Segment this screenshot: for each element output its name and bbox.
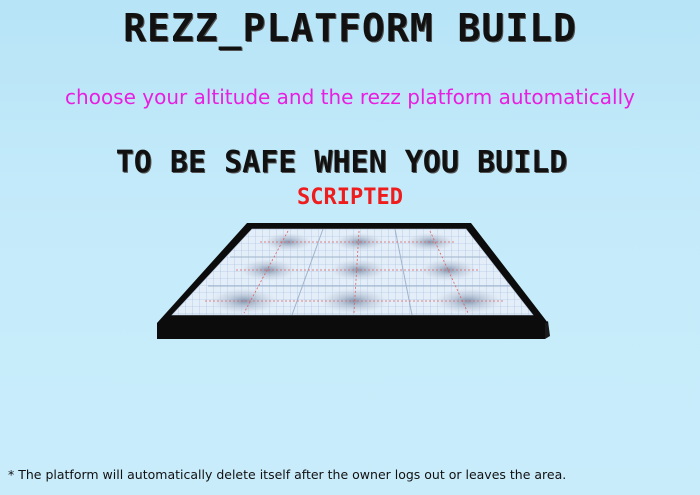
- footnote: * The platform will automatically delete…: [8, 467, 567, 482]
- platform-image: [157, 223, 550, 339]
- headline: TO BE SAFE WHEN YOU BUILD: [115, 145, 568, 180]
- scripted-badge: SCRIPTED: [297, 185, 403, 210]
- page-title: REZZ_PLATFORM BUILD: [123, 6, 577, 50]
- subtitle: choose your altitude and the rezz platfo…: [65, 85, 635, 109]
